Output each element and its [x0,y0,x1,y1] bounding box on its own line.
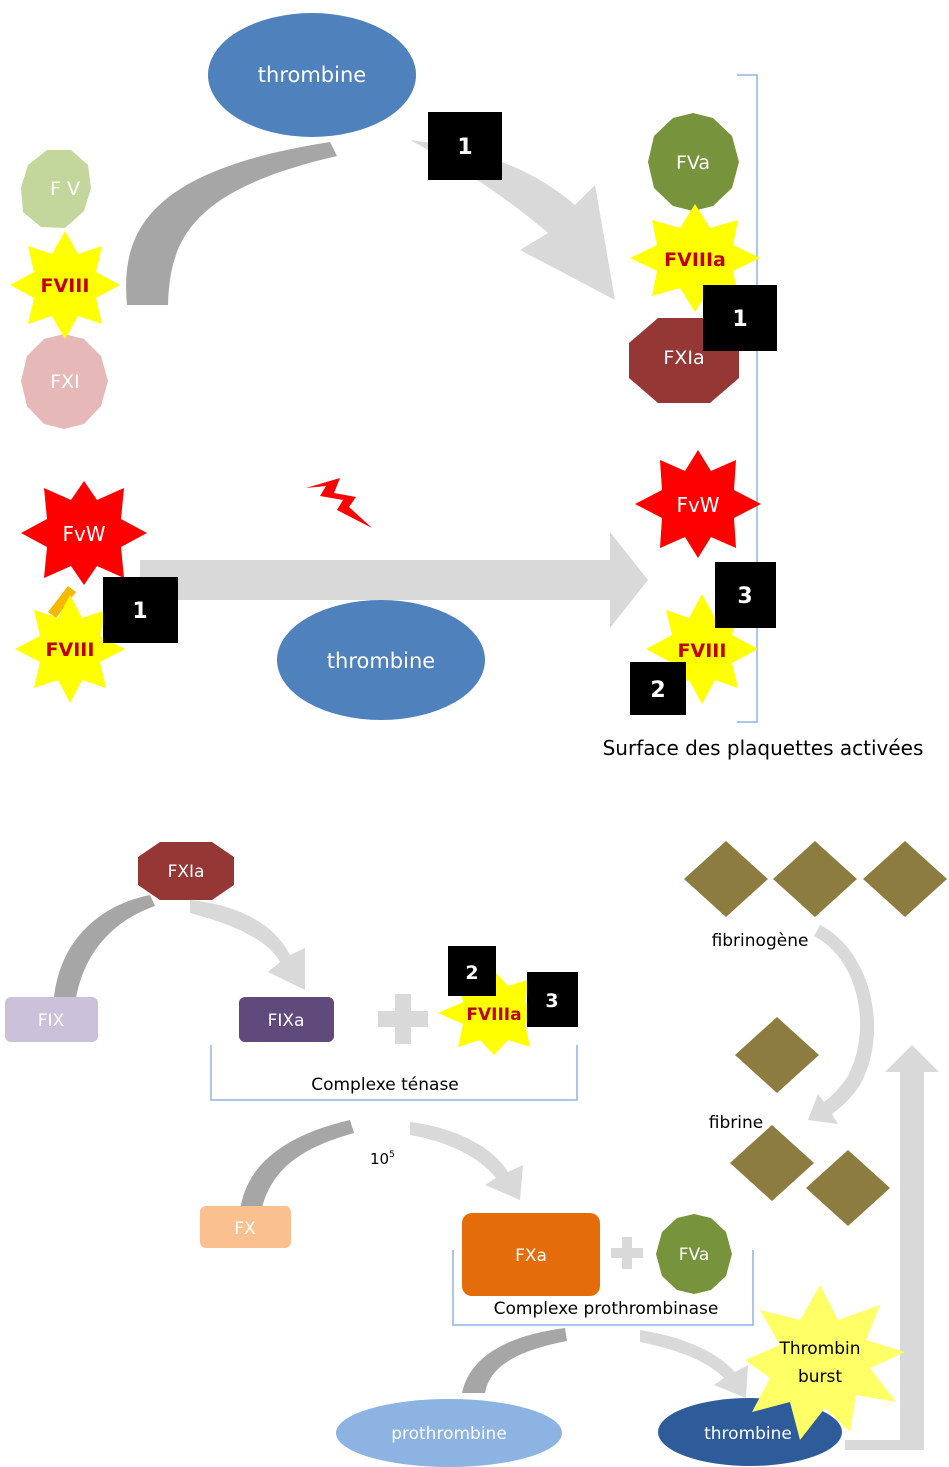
fviiia-top-label: FVIIIa [664,249,726,271]
fviii-left-label: FVIII [41,275,90,297]
fva-shape-bottom [656,1214,732,1294]
fxi-label: FXI [50,371,80,393]
amplification-base: 10 [370,1150,389,1168]
tenase-bracket [210,1045,578,1101]
tenase-label: Complexe ténase [311,1075,459,1095]
fx-curve-arrow [240,1120,354,1212]
amplification-label: 105 [370,1150,395,1168]
fviiia-bottom-label: FVIIIa [466,1005,521,1025]
prothrombinase-bracket [452,1250,754,1326]
fvw-right-label: FvW [676,493,719,517]
fx-box [200,1206,291,1248]
fxia-bottom-label: FXIa [168,862,205,882]
fx-label: FX [234,1219,256,1239]
fibrine-diamond-3 [806,1150,890,1226]
thrombine-bottom-label: thrombine [704,1424,792,1444]
fvw-fviii-link [48,586,76,618]
thrombin-burst-shape [745,1285,905,1440]
badge-right-3-label: 3 [737,584,752,609]
badge-left-1-label: 1 [132,599,147,624]
amplification-exponent: 5 [389,1150,395,1160]
fibrinogen-conversion-arrow [808,925,875,1124]
fxi-shape [21,334,108,429]
fvw-left-label: FvW [62,522,105,546]
badge-bottom-2 [448,946,496,996]
cleavage-arrow [140,532,648,628]
fix-curve-arrow [54,895,155,998]
fva-bottom-label: FVa [679,1245,710,1265]
fix-label: FIX [38,1011,65,1031]
badge-right-2-label: 2 [650,678,665,703]
fviii-star-bound [15,595,125,703]
fxia-shape-bottom [138,842,234,900]
badge-bottom-2-label: 2 [465,962,478,984]
thrombine-ellipse-middle [277,600,485,720]
badge-fxia-1 [703,285,777,351]
fxa-label: FXa [515,1246,547,1266]
prothrombine-ellipse [336,1399,562,1467]
fibrinogen-diamond-3 [863,841,947,917]
lightning-icon [306,478,372,528]
fvw-star-right [635,450,761,558]
fixa-box [239,997,334,1042]
prothrombine-curve-arrow [462,1328,567,1393]
fxia-top-label: FXIa [663,347,704,369]
thrombine-curve-arrow [640,1330,748,1398]
thrombin-activation-arrow [410,140,615,300]
prothrombine-label: prothrombine [391,1424,507,1444]
platelet-surface-bracket [737,74,758,723]
activation-curve-arrow [126,142,338,305]
badge-right-2 [630,662,686,715]
thrombine-ellipse-top [208,13,416,137]
fibrine-label: fibrine [709,1113,763,1133]
badge-top-1-label: 1 [457,135,472,160]
fxa-box [462,1213,600,1296]
fibrinogen-diamond-2 [773,841,857,917]
fva-shape-top [648,113,739,211]
fibrine-diamond-2 [730,1125,814,1201]
burst-line2: burst [798,1367,842,1387]
badge-left-1 [103,577,178,643]
fviii-bound-label: FVIII [46,639,95,661]
fixa-label: FIXa [268,1011,305,1031]
fix-box [5,997,98,1042]
fibrinogene-label: fibrinogène [712,931,809,951]
fixa-curve-arrow [190,900,305,990]
feedback-arrow [845,1045,939,1450]
badge-bottom-3-label: 3 [545,990,558,1012]
fviii-star-left [10,231,120,339]
thrombine-top-label: thrombine [258,63,366,87]
badge-fxia-1-label: 1 [732,307,747,332]
plus-sign-tenase [378,994,428,1044]
fxa-curve-arrow [410,1122,523,1200]
fviii-right-label: FVIII [678,640,727,662]
plus-sign-prothrombinase [611,1237,643,1269]
prothrombinase-label: Complexe prothrombinase [494,1299,719,1319]
burst-line1: Thrombin [778,1339,860,1359]
badge-bottom-3 [527,972,578,1027]
fibrine-diamond-1 [735,1017,819,1093]
fva-top-label: FVa [676,152,710,174]
fibrinogen-diamond-1 [684,841,768,917]
fvw-star-left [21,481,147,585]
thrombine-middle-label: thrombine [327,649,435,673]
platelet-surface-label: Surface des plaquettes activées [603,736,924,760]
badge-right-3 [715,562,776,628]
fv-shape [21,150,91,228]
fv-label: F V [50,178,80,200]
badge-top-1 [428,112,502,180]
